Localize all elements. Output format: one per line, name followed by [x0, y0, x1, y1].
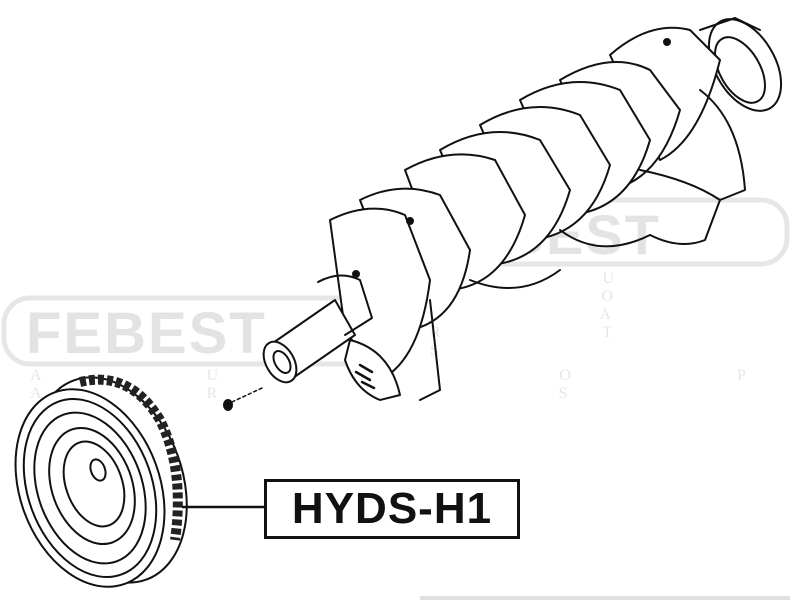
crankshaft-key — [223, 387, 263, 411]
part-number-text: HYDS-H1 — [291, 484, 493, 533]
crankshaft-counterweights — [329, 26, 746, 401]
crankshaft-flange — [699, 17, 783, 112]
crankshaft-snout — [262, 274, 373, 384]
part-number-label: HYDS-H1 — [264, 479, 520, 539]
watermark-brand: FEBEST — [26, 301, 267, 366]
